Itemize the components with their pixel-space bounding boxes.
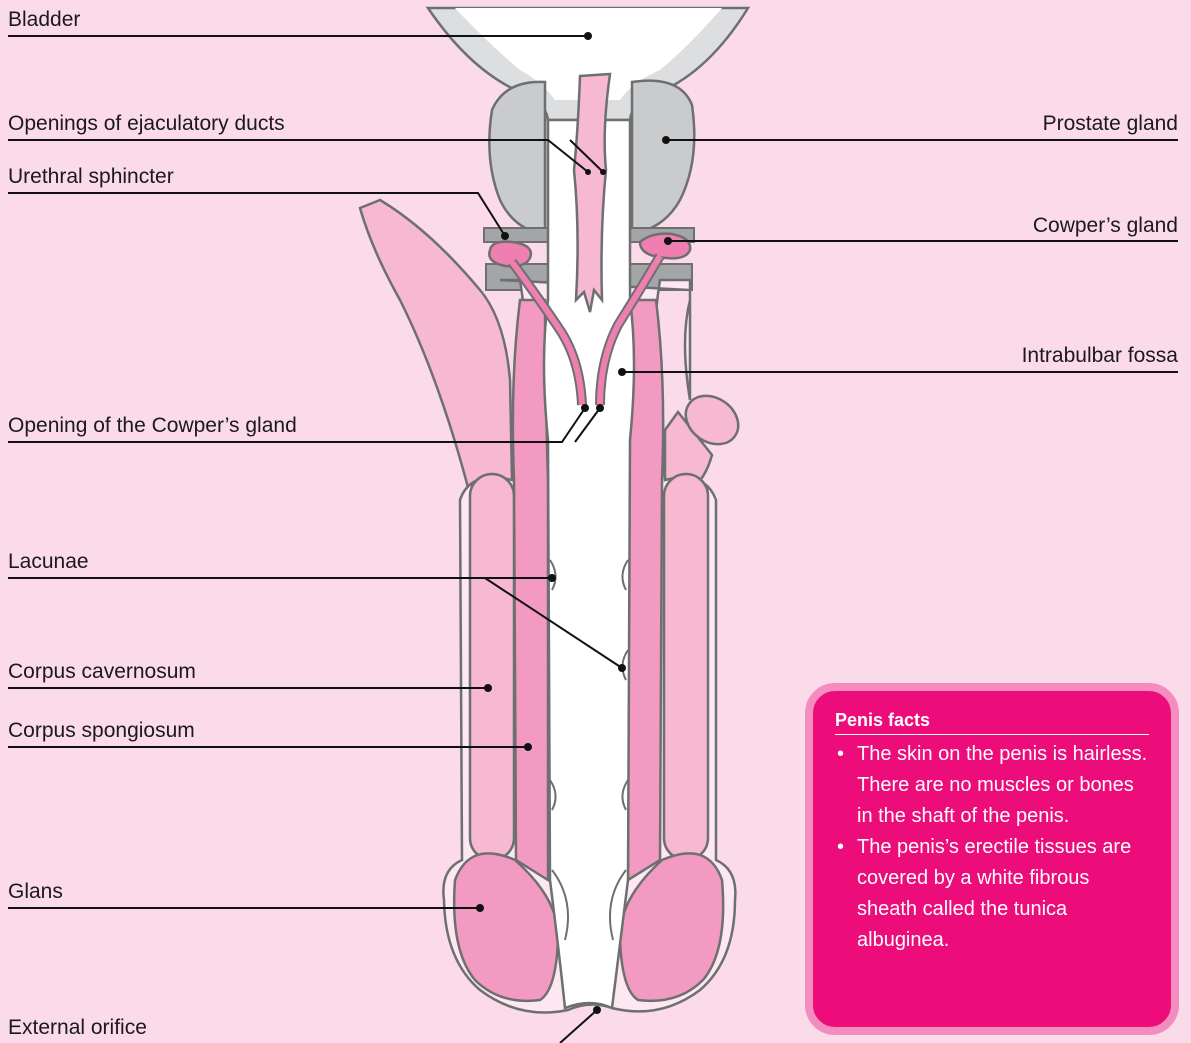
left-crus — [360, 200, 512, 495]
label-cowpers-opening: Opening of the Cowper’s gland — [8, 414, 297, 438]
label-intrabulbar-fossa: Intrabulbar fossa — [1022, 344, 1178, 368]
fact-item: • The skin on the penis is hairless. The… — [835, 739, 1149, 832]
cowpers-gland-left — [489, 242, 531, 267]
label-glans: Glans — [8, 880, 63, 904]
label-prostate-gland: Prostate gland — [1043, 112, 1178, 136]
prostate-right-lobe — [632, 81, 694, 232]
prostate-left-lobe — [489, 82, 545, 232]
left-corpus-spongiosum — [513, 300, 548, 880]
label-corpus-cavernosum: Corpus cavernosum — [8, 660, 196, 684]
bullet-marker: • — [837, 832, 844, 863]
facts-box: Penis facts • The skin on the penis is h… — [805, 683, 1179, 1035]
label-lacunae: Lacunae — [8, 550, 89, 574]
label-bladder: Bladder — [8, 8, 80, 32]
cowpers-gland-right — [640, 234, 690, 259]
label-external-orifice: External orifice — [8, 1016, 147, 1040]
right-corpus-cavernosum — [664, 474, 708, 860]
leader-sphincter — [8, 193, 505, 236]
label-cowpers-gland: Cowper’s gland — [1033, 214, 1178, 238]
fact-item: • The penis’s erectile tissues are cover… — [835, 832, 1149, 956]
label-ejaculatory-ducts: Openings of ejaculatory ducts — [8, 112, 285, 136]
facts-title: Penis facts — [835, 709, 1149, 735]
left-corpus-cavernosum — [470, 474, 514, 860]
fact-text: The penis’s erectile tissues are covered… — [857, 836, 1131, 951]
leader-orifice — [560, 1010, 597, 1043]
fact-text: The skin on the penis is hairless. There… — [857, 743, 1147, 827]
label-corpus-spongiosum: Corpus spongiosum — [8, 719, 195, 743]
bullet-marker: • — [837, 739, 844, 770]
label-urethral-sphincter: Urethral sphincter — [8, 165, 174, 189]
